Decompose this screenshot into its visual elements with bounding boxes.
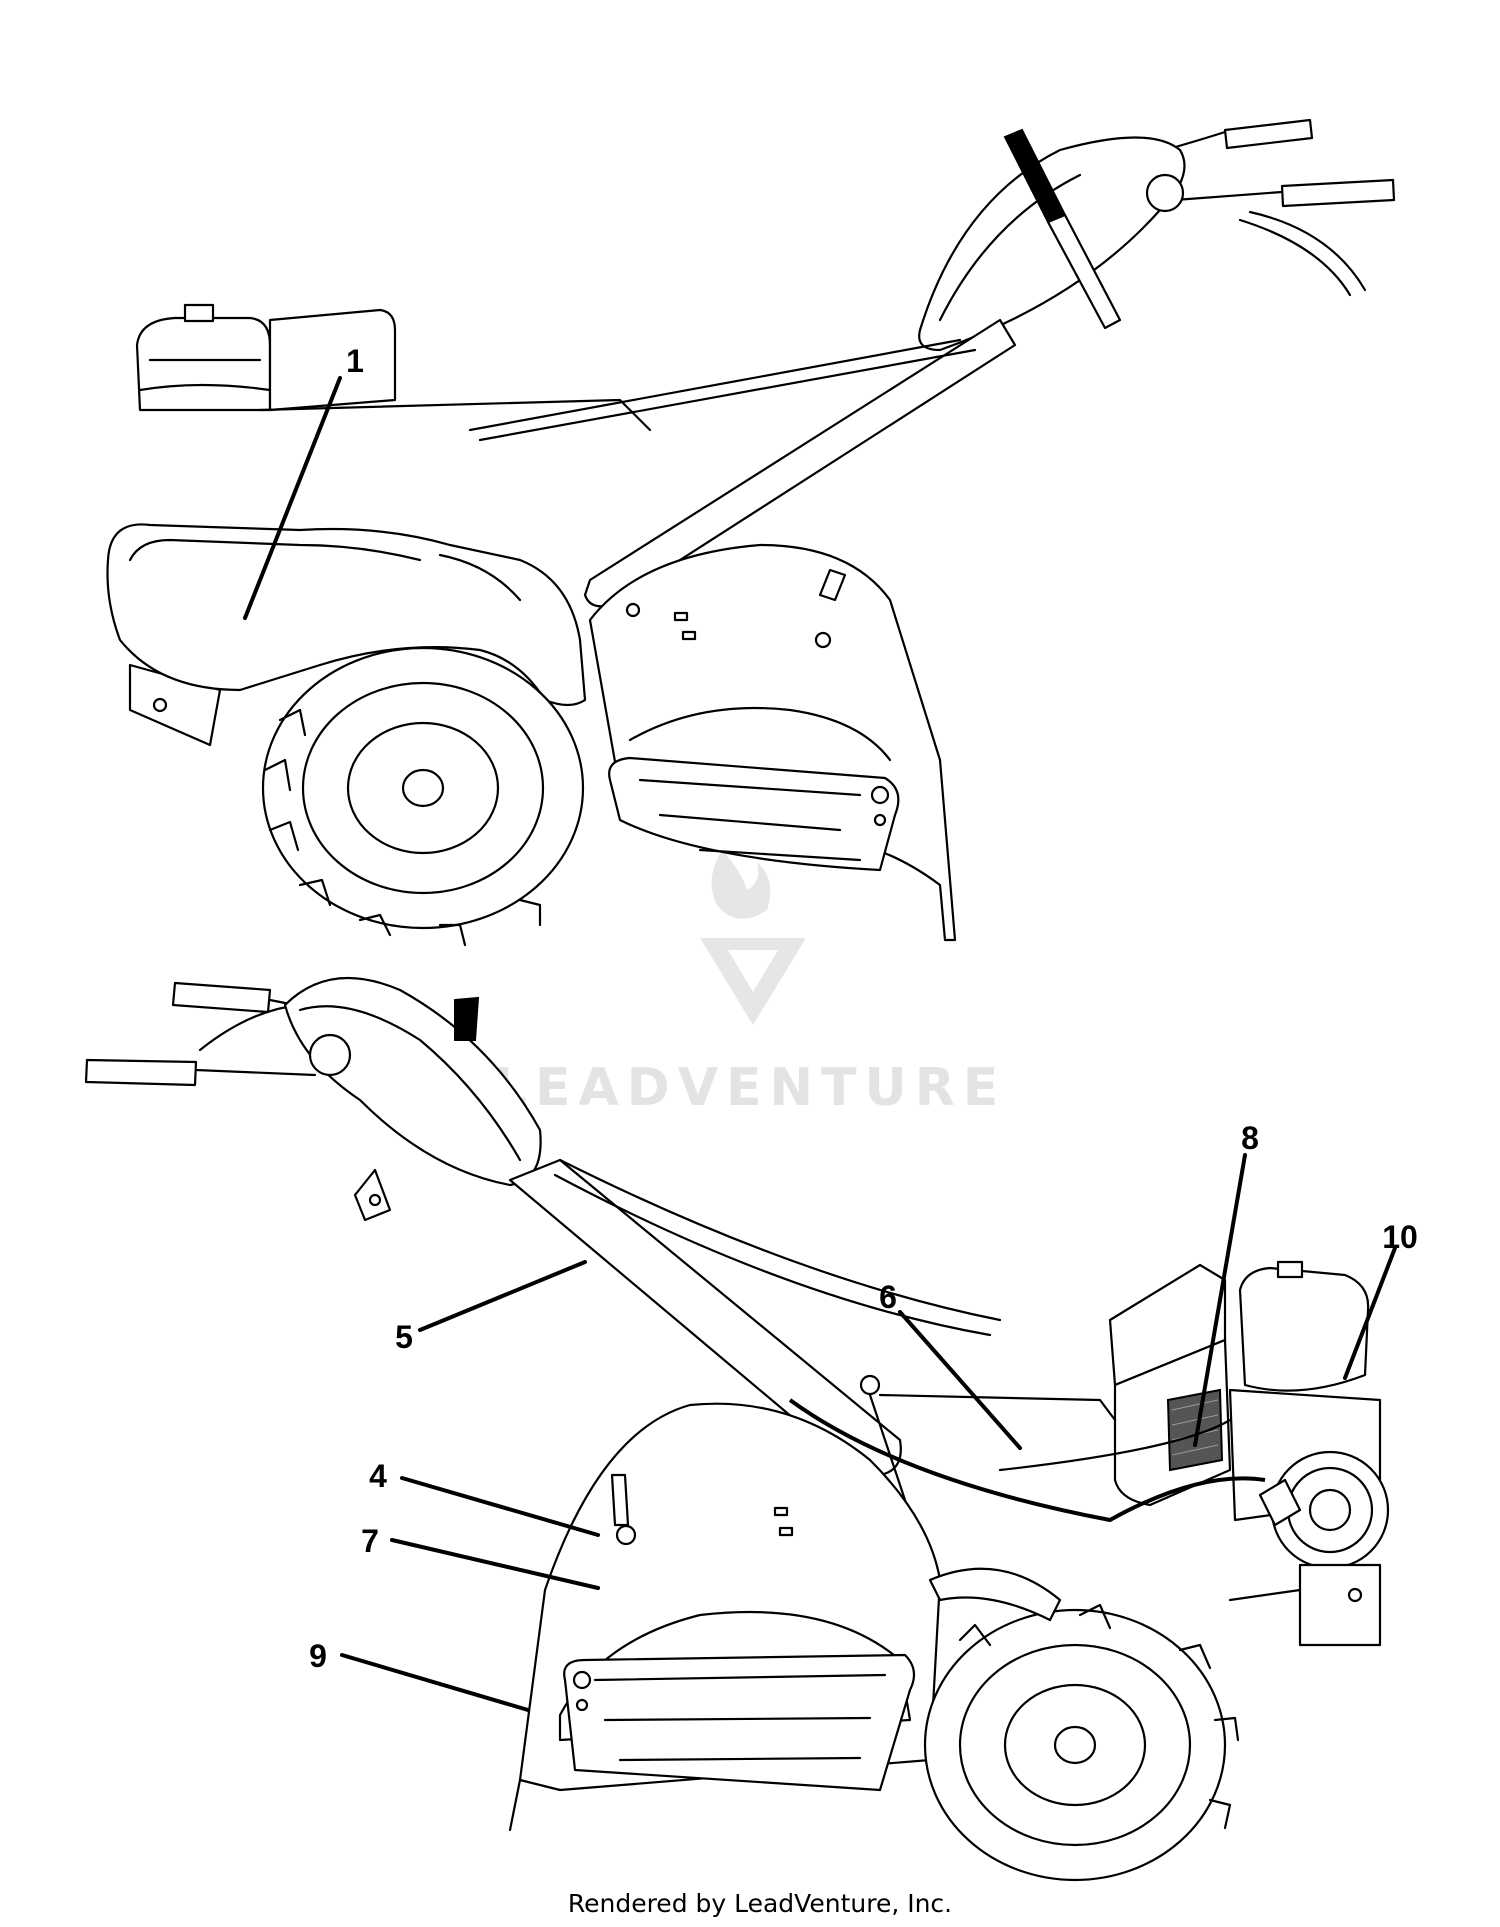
callout-number: 5: [395, 1319, 413, 1355]
engine-top: [135, 303, 397, 412]
footer-credit: Rendered by LeadVenture, Inc.: [568, 1889, 952, 1918]
wheel-top: [261, 646, 585, 947]
callout-8: 8: [1193, 1120, 1259, 1447]
callout-10: 10: [1343, 1219, 1418, 1380]
leadventure-logo-icon: [700, 850, 806, 1025]
handle-console-top: [918, 136, 1186, 352]
callout-number: 4: [369, 1458, 387, 1494]
tiller-top-view: [106, 118, 1396, 947]
engine-bottom: [1108, 1260, 1390, 1647]
callout-4: 4: [369, 1458, 600, 1537]
callout-9: 9: [309, 1638, 530, 1712]
callout-7: 7: [361, 1523, 600, 1590]
watermark-text: LEADVENTURE: [494, 1058, 1007, 1118]
handle-grips-top: [1163, 118, 1396, 297]
handle-tube-top: [583, 318, 1017, 608]
callout-number: 7: [361, 1523, 379, 1559]
callout-number: 1: [346, 343, 364, 379]
handle-console-bottom: [283, 976, 542, 1187]
callout-number: 9: [309, 1638, 327, 1674]
tine-hood-top: [588, 543, 957, 942]
tine-hood-bottom: [508, 1402, 942, 1832]
wheel-bottom: [923, 1603, 1240, 1882]
callout-number: 6: [879, 1279, 897, 1315]
tiller-bottom-view: [84, 976, 1390, 1882]
callout-number: 8: [1241, 1120, 1259, 1156]
watermark: LEADVENTURE: [494, 850, 1007, 1118]
callout-number: 10: [1382, 1219, 1418, 1255]
callout-5: 5: [395, 1260, 587, 1355]
callout-1: 1: [243, 343, 364, 620]
callout-6: 6: [879, 1279, 1022, 1450]
handle-grips-bottom: [84, 981, 322, 1087]
